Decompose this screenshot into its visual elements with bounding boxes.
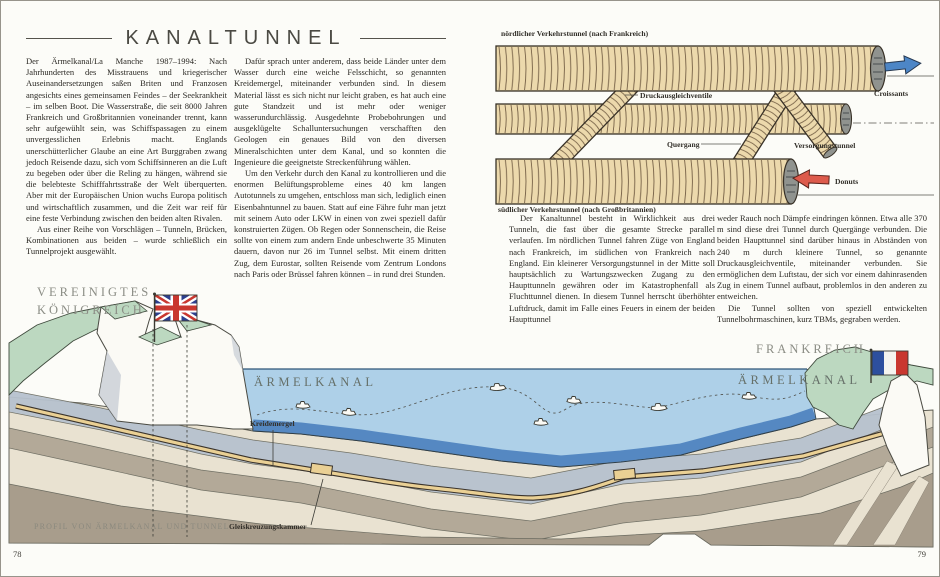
page-number-right: 79 bbox=[917, 549, 927, 559]
ferry-boat-icon bbox=[489, 382, 507, 391]
label-pointer bbox=[310, 478, 324, 526]
profile-caption: PROFIL VON ÄRMELKANAL UND TUNNEL bbox=[34, 522, 230, 531]
uk-flag-icon bbox=[153, 292, 198, 342]
channel-water bbox=[237, 368, 817, 468]
uk-label-line1: VEREINIGTES bbox=[37, 285, 151, 299]
channel-label-left: ÄRMELKANAL bbox=[254, 375, 377, 389]
pressure-valves-label: Druckausgleichventile bbox=[640, 91, 713, 100]
cross-passage-label: Quergang bbox=[667, 140, 700, 149]
paragraph: Dafür sprach unter anderem, dass beide L… bbox=[234, 56, 446, 167]
paragraph: weder Rauch noch Dämpfe eindringen könne… bbox=[717, 213, 927, 302]
ferry-route-line bbox=[256, 386, 806, 416]
paragraph: Aus einer Reihe von Vorschlägen – Tunnel… bbox=[26, 224, 227, 257]
crossover-chamber bbox=[309, 462, 334, 477]
donuts-label: Donuts bbox=[835, 177, 858, 186]
arrow-to-france-icon bbox=[884, 55, 922, 75]
ferry-boat-icon bbox=[341, 407, 357, 416]
ferry-boat-icon bbox=[650, 402, 668, 411]
north-tunnel-tube bbox=[495, 45, 887, 92]
north-tunnel-label: nördlicher Verkehrstunnel (nach Frankrei… bbox=[501, 29, 649, 38]
tunnel-line bbox=[15, 403, 914, 501]
crossover-label: Gleiskreuzungskammer bbox=[229, 522, 307, 531]
channel-cross-section-illustration: VEREINIGTES KÖNIGREICH FRANKREICH ÄRMELK… bbox=[8, 285, 934, 548]
france-flag-icon bbox=[869, 348, 909, 383]
south-tunnel-label: südlicher Verkehrstunnel (nach Großbrita… bbox=[498, 205, 656, 214]
ferry-boat-icon bbox=[741, 392, 757, 400]
ferry-boat-icon bbox=[295, 401, 311, 409]
tunnel-cutaway-diagram: nördlicher Verkehrstunnel (nach Frankrei… bbox=[495, 29, 934, 214]
title-rule-right bbox=[359, 38, 446, 39]
france-chalk-face bbox=[878, 372, 930, 477]
south-tunnel-tube bbox=[495, 158, 800, 205]
channel-label-right: ÄRMELKANAL bbox=[738, 373, 861, 387]
paragraph: Der Ärmelkanal/La Manche 1987–1994: Nach… bbox=[26, 56, 227, 223]
body-column-1: Der Ärmelkanal/La Manche 1987–1994: Nach… bbox=[26, 56, 227, 258]
body-column-2: Dafür sprach unter anderem, dass beide L… bbox=[234, 56, 446, 280]
page-title: KANALTUNNEL bbox=[125, 27, 347, 49]
service-tunnel-label: Versorgungstunnel bbox=[794, 141, 855, 150]
paragraph: Um den Verkehr durch den Kanal zu kontro… bbox=[234, 168, 446, 279]
body-column-3: Der Kanaltunnel besteht in Wirklichkeit … bbox=[509, 213, 715, 325]
croissants-label: Croissants bbox=[874, 89, 908, 98]
ferry-boats bbox=[295, 382, 757, 426]
ferry-boat-icon bbox=[566, 395, 582, 404]
seabed-geology bbox=[8, 389, 934, 548]
crossover-chamber bbox=[613, 467, 637, 481]
paragraph: Der Kanaltunnel besteht in Wirklichkeit … bbox=[509, 213, 715, 324]
ferry-boat-icon bbox=[533, 418, 549, 426]
body-column-4: weder Rauch noch Dämpfe eindringen könne… bbox=[717, 213, 927, 325]
chalk-marl-label: Kreidemergel bbox=[250, 419, 295, 428]
arrow-to-britain-icon bbox=[792, 169, 830, 189]
page-number-left: 78 bbox=[13, 549, 22, 559]
title-bar: KANALTUNNEL bbox=[26, 27, 446, 50]
france-label: FRANKREICH bbox=[756, 342, 866, 356]
title-rule-left bbox=[26, 38, 113, 39]
uk-label-line2: KÖNIGREICH bbox=[37, 303, 145, 317]
paragraph: Die Tunnel sollten von speziell entwicke… bbox=[717, 302, 927, 324]
uk-cliffs bbox=[8, 300, 254, 430]
